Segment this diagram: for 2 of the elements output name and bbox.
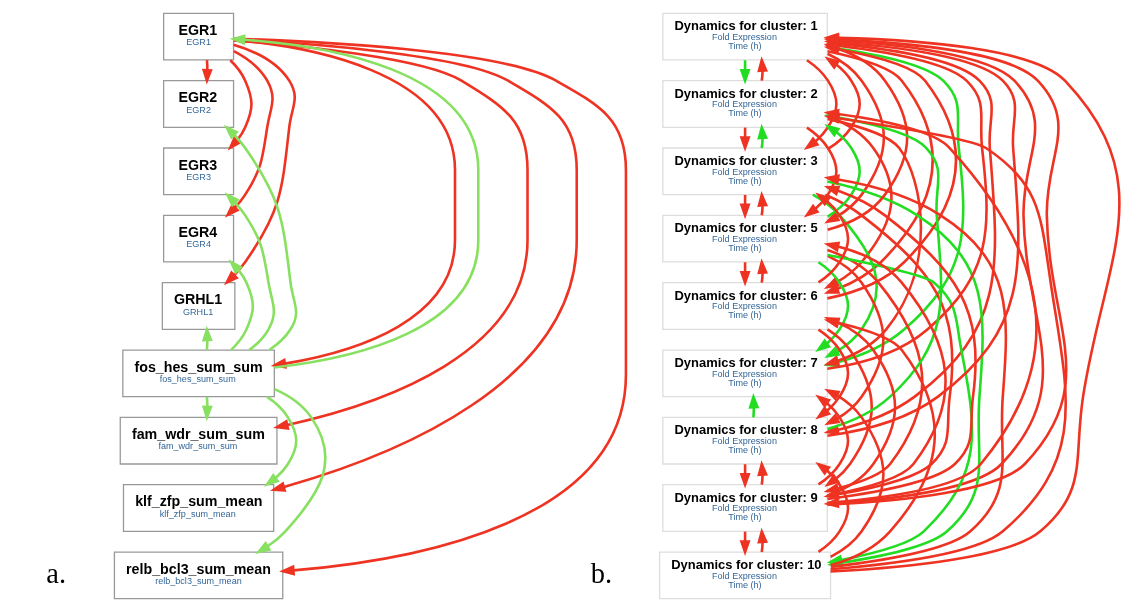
label: b. (590, 557, 613, 589)
label: a. (46, 557, 67, 589)
